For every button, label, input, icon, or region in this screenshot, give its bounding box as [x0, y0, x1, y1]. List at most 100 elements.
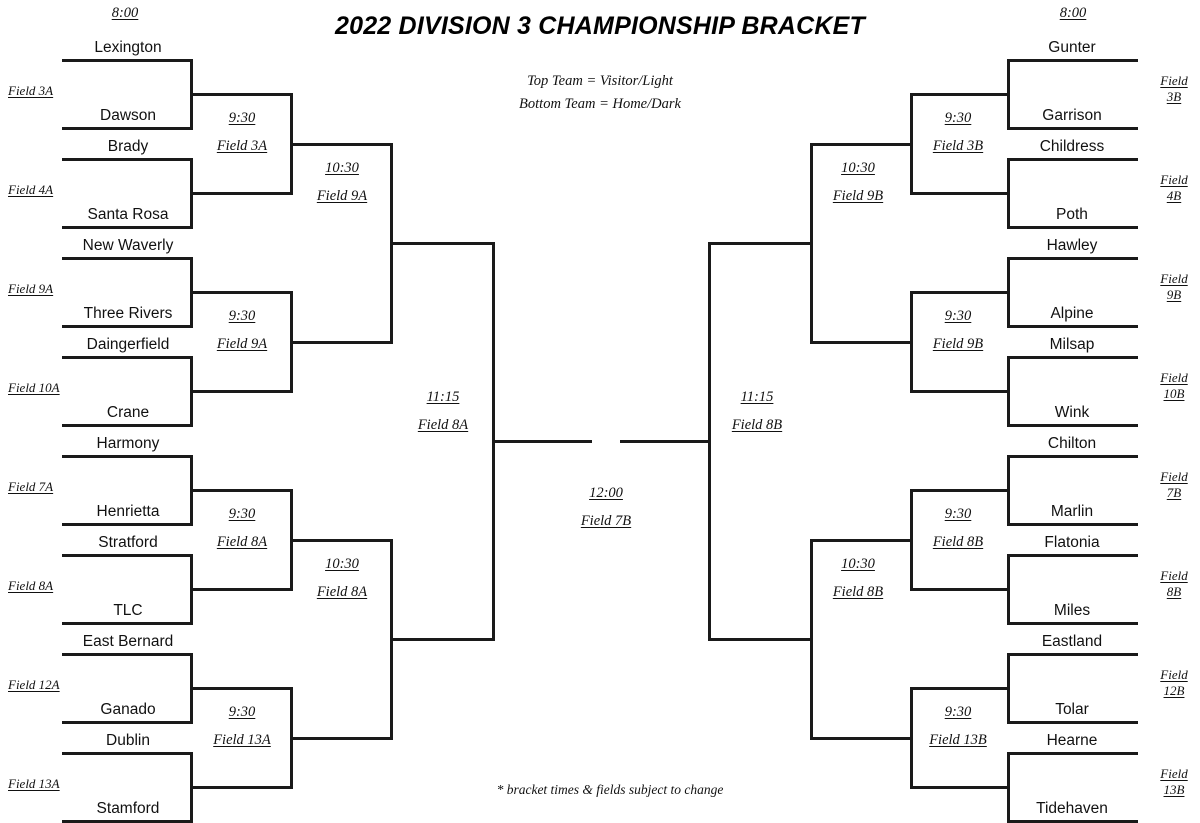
round3-feed-line — [290, 736, 393, 740]
round2-feed-line — [910, 291, 1010, 294]
team-line — [1010, 523, 1138, 526]
team-slot[interactable]: Childress — [1039, 138, 1105, 155]
team-slot[interactable]: Wink — [1054, 404, 1090, 421]
match-time: 12:00 — [589, 484, 623, 501]
team-line — [62, 455, 190, 458]
team-slot[interactable]: Santa Rosa — [87, 206, 169, 223]
championship-line-left — [492, 439, 592, 443]
team-line — [1010, 325, 1138, 328]
round1-time-right: 8:00 — [1059, 5, 1087, 21]
team-slot[interactable]: East Bernard — [82, 633, 174, 650]
footnote: * bracket times & fields subject to chan… — [496, 782, 724, 797]
round2-feed-line — [910, 93, 1010, 96]
round3-feed-line — [810, 340, 913, 344]
team-line — [62, 325, 190, 328]
match-time: 9:30 — [944, 110, 972, 126]
team-slot[interactable]: Milsap — [1049, 336, 1095, 353]
match-field: Field 8B — [932, 534, 984, 551]
round2-feed-line — [910, 786, 1010, 789]
team-line — [62, 127, 190, 130]
match-time: 11:15 — [426, 388, 460, 405]
match-time: 9:30 — [228, 506, 256, 522]
match-time: 9:30 — [944, 308, 972, 324]
team-slot[interactable]: Harmony — [96, 435, 160, 452]
team-slot[interactable]: Stratford — [98, 534, 158, 551]
team-slot[interactable]: Daingerfield — [86, 336, 170, 353]
semifinal-feed-line — [390, 637, 495, 641]
match-time: 10:30 — [841, 159, 875, 176]
team-slot[interactable]: Garrison — [1042, 107, 1102, 124]
round1-field-label: Field 7A — [8, 479, 54, 494]
team-slot[interactable]: Tolar — [1055, 701, 1089, 718]
legend-line-home: Bottom Team = Home/Dark — [519, 96, 681, 113]
team-line — [1010, 226, 1138, 229]
team-line — [1010, 752, 1138, 755]
match-time: 9:30 — [228, 110, 256, 126]
match-field: Field 13B — [929, 732, 987, 749]
team-slot[interactable]: Dawson — [100, 107, 156, 124]
team-line — [1010, 59, 1138, 62]
team-slot[interactable]: Poth — [1056, 206, 1088, 223]
round2-feed-line — [190, 390, 293, 393]
team-slot[interactable]: Eastland — [1041, 633, 1103, 650]
team-slot[interactable]: Three Rivers — [83, 305, 173, 322]
team-slot[interactable]: Crane — [106, 404, 150, 421]
round2-feed-line — [190, 489, 293, 492]
team-line — [62, 523, 190, 526]
team-line — [1010, 356, 1138, 359]
match-field: Field 8A — [316, 583, 368, 600]
round2-feed-line — [910, 687, 1010, 690]
team-slot[interactable]: Ganado — [100, 701, 156, 718]
match-field: Field 8A — [216, 534, 268, 551]
championship-line-right — [620, 439, 711, 443]
team-line — [1010, 127, 1138, 130]
match-field: Field 8A — [417, 416, 469, 433]
team-slot[interactable]: Hawley — [1046, 237, 1098, 254]
team-slot[interactable]: Flatonia — [1044, 534, 1100, 551]
team-slot[interactable]: Brady — [107, 138, 149, 155]
match-field: Field 9B — [832, 187, 884, 204]
team-slot[interactable]: Dublin — [106, 732, 150, 749]
team-slot[interactable]: Chilton — [1047, 435, 1097, 452]
team-slot[interactable]: Miles — [1053, 602, 1091, 619]
team-slot[interactable]: Gunter — [1048, 39, 1096, 56]
round2-feed-line — [190, 93, 293, 96]
team-slot[interactable]: Henrietta — [96, 503, 160, 520]
team-slot[interactable]: Marlin — [1050, 503, 1094, 520]
team-line — [1010, 158, 1138, 161]
match-field: Field 9A — [216, 336, 268, 353]
team-slot[interactable]: Alpine — [1050, 305, 1094, 322]
round3-feed-line — [810, 538, 913, 542]
match-time: 9:30 — [944, 506, 972, 522]
page-title: 2022 DIVISION 3 CHAMPIONSHIP BRACKET — [335, 12, 865, 40]
team-slot[interactable]: New Waverly — [82, 237, 174, 254]
team-line — [62, 257, 190, 260]
match-field: Field 3A — [216, 138, 268, 155]
team-line — [62, 424, 190, 427]
team-line — [1010, 622, 1138, 625]
round2-feed-line — [190, 588, 293, 591]
team-line — [1010, 653, 1138, 656]
round2-feed-line — [910, 489, 1010, 492]
round1-field-label: Field 12A — [8, 677, 60, 692]
match-time: 10:30 — [841, 555, 875, 572]
team-slot[interactable]: TLC — [113, 602, 143, 619]
round1-field-label: Field 3A — [8, 83, 54, 98]
match-field: Field 8B — [731, 416, 783, 433]
team-slot[interactable]: Lexington — [94, 39, 162, 56]
round2-feed-line — [910, 588, 1010, 591]
team-slot[interactable]: Hearne — [1046, 732, 1098, 749]
